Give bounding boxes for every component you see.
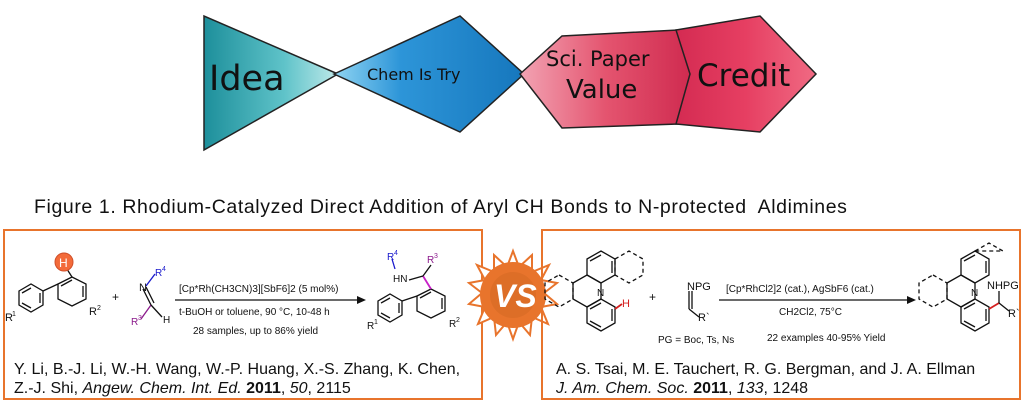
stage-idea-label: Idea — [209, 59, 285, 99]
svg-text:3: 3 — [434, 253, 438, 260]
right-scheme-panel — [541, 229, 1021, 400]
svg-text:N: N — [139, 282, 147, 294]
left-reaction-scheme: H R 1 R 2 + N R 4 R 3 H [Cp*Rh(CH3CN)3][… — [5, 250, 460, 337]
left-citation-authors-line1: Y. Li, B.-J. Li, W.-H. Wang, W.-P. Huang… — [14, 361, 461, 378]
svg-text:H: H — [163, 315, 170, 326]
svg-text:R: R — [387, 252, 394, 263]
svg-text:4: 4 — [162, 266, 166, 273]
right-conditions-line3: 22 examples 40-95% Yield — [767, 333, 885, 344]
left-product-structure — [377, 258, 446, 323]
right-reactant-structure — [544, 250, 644, 332]
left-plus: + — [112, 290, 119, 304]
left-conditions-line2: t-BuOH or toluene, 90 °C, 10-48 h — [179, 307, 330, 318]
stage-paper-label-line2: Value — [566, 75, 637, 105]
right-plus: + — [649, 290, 656, 304]
flow-graphic: Idea Chem Is Try Sci. Paper Value Credit — [203, 14, 818, 152]
left-conditions-line3: 28 samples, up to 86% yield — [193, 326, 318, 337]
left-r1: R — [5, 312, 13, 324]
left-imine-structure — [140, 273, 163, 320]
svg-text:N: N — [971, 288, 978, 299]
svg-text:R: R — [367, 321, 374, 332]
stage-credit-label: Credit — [697, 58, 790, 94]
right-conditions-line1: [Cp*RhCl2]2 (cat.), AgSbF6 (cat.) — [726, 284, 874, 295]
right-citation-authors: A. S. Tsai, M. E. Tauchert, R. G. Bergma… — [556, 361, 976, 378]
right-reagent-npg: NPG — [687, 281, 711, 293]
svg-text:2: 2 — [97, 305, 101, 312]
svg-text:4: 4 — [394, 250, 398, 257]
stage-credit-shape — [675, 15, 818, 133]
left-r2: R — [89, 306, 97, 318]
left-citation-line2: Z.-J. Shi, Angew. Chem. Int. Ed. 2011, 5… — [14, 380, 351, 397]
vs-label: VS — [494, 278, 537, 314]
left-h-atom: H — [59, 256, 68, 270]
svg-text:1: 1 — [12, 311, 16, 318]
stage-idea-shape — [203, 14, 340, 152]
svg-text:R`: R` — [1008, 308, 1020, 320]
svg-text:R: R — [131, 317, 138, 328]
right-reaction-scheme: N H + NPG R` PG = Boc, Ts, Ns [Cp*RhCl2]… — [544, 242, 1020, 346]
right-product-structure — [918, 242, 1010, 332]
h-highlight-ball — [54, 252, 74, 272]
right-citation-line2: J. Am. Chem. Soc. 2011, 133, 1248 — [556, 380, 809, 397]
left-product-hn: HN — [393, 274, 407, 285]
svg-text:2: 2 — [456, 317, 460, 324]
svg-text:R`: R` — [698, 312, 710, 324]
left-reactant-structure — [18, 265, 87, 313]
right-product-nhpg: NHPG — [987, 280, 1019, 292]
svg-text:R: R — [427, 255, 434, 266]
figure-caption: Figure 1. Rhodium-Catalyzed Direct Addit… — [34, 196, 848, 218]
right-conditions-line2: CH2Cl2, 75°C — [779, 307, 842, 318]
stage-paper-label-line1: Sci. Paper — [546, 47, 650, 71]
left-citation: Y. Li, B.-J. Li, W.-H. Wang, W.-P. Huang… — [14, 360, 480, 398]
right-pg-note: PG = Boc, Ts, Ns — [658, 335, 734, 346]
svg-text:3: 3 — [138, 315, 142, 322]
vs-badge: VS — [466, 248, 560, 343]
svg-text:R: R — [449, 319, 456, 330]
right-citation: A. S. Tsai, M. E. Tauchert, R. G. Bergma… — [556, 360, 1016, 398]
svg-text:R: R — [155, 268, 162, 279]
svg-text:1: 1 — [374, 319, 378, 326]
left-conditions-line1: [Cp*Rh(CH3CN)3][SbF6]2 (5 mol%) — [179, 284, 339, 295]
svg-text:N: N — [597, 288, 604, 299]
right-h-atom: H — [622, 298, 630, 310]
stage-chemistry-label: Chem Is Try — [367, 65, 460, 84]
